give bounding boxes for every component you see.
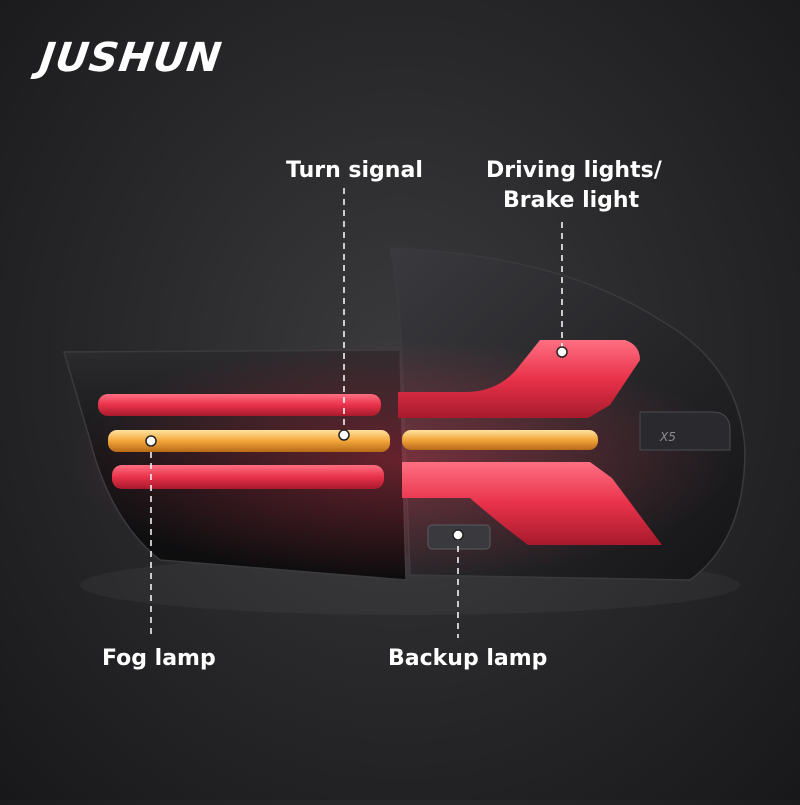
right-upper-red-arrow bbox=[398, 340, 640, 418]
driving-lights-marker bbox=[556, 346, 568, 358]
fog-lamp-label: Fog lamp bbox=[102, 646, 216, 671]
turn-signal-label: Turn signal bbox=[286, 158, 423, 183]
backup-lamp-label: Backup lamp bbox=[388, 646, 548, 671]
left-upper-red-bar bbox=[98, 394, 381, 416]
fog-lamp-marker bbox=[145, 435, 157, 447]
driving-lights-label-line2: Brake light bbox=[503, 188, 640, 213]
turn-signal-marker bbox=[338, 429, 350, 441]
x5-emblem: X5 bbox=[659, 430, 676, 444]
driving-lights-label-line1: Driving lights/ bbox=[486, 158, 662, 183]
driving-lights-label: Driving lights/ Brake light bbox=[486, 156, 662, 216]
left-lower-red-bar bbox=[112, 465, 384, 489]
x5-emblem-housing bbox=[639, 411, 731, 451]
left-turn-signal-bar bbox=[108, 430, 390, 452]
right-lower-red-arrow bbox=[402, 462, 662, 545]
backup-lamp-marker bbox=[452, 529, 464, 541]
brand-logo: JUSHUN bbox=[36, 35, 225, 81]
right-turn-signal-bar bbox=[402, 430, 598, 450]
